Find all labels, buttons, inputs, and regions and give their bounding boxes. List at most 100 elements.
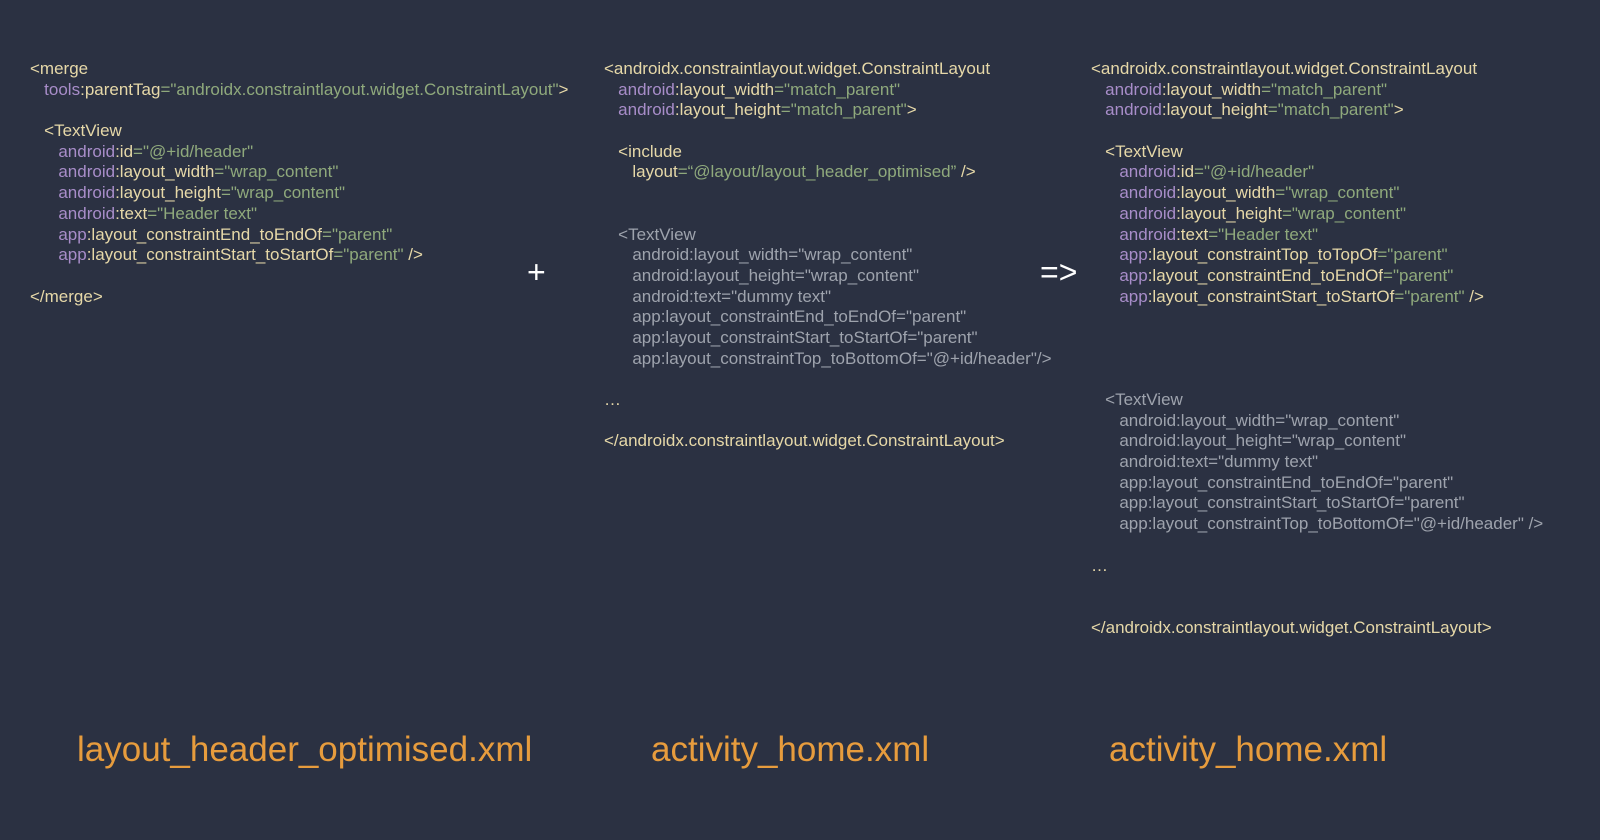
code-token-value: ="parent": [1383, 265, 1454, 285]
code-token-tag: :text: [1176, 224, 1209, 244]
code-token-value: ="match_parent": [1261, 79, 1388, 99]
code-line: [1091, 307, 1543, 328]
code-line: </merge>: [30, 287, 568, 308]
code-line: [604, 369, 1052, 390]
code-token-value: ="wrap_content": [220, 183, 346, 203]
code-token-value: ="@+id/header": [1194, 162, 1315, 182]
code-token-tag: >: [1393, 100, 1404, 120]
code-token-tag: :text: [115, 203, 148, 223]
code-line: android:text="Header text": [30, 204, 568, 225]
code-line: android:layout_width="match_parent": [604, 80, 1052, 101]
code-token-faded: app:layout_constraintTop_toBottomOf="@+i…: [1091, 514, 1544, 534]
code-line: app:layout_constraintEnd_toEndOf="parent…: [1091, 266, 1543, 287]
code-line: [1091, 597, 1543, 618]
code-line: </androidx.constraintlayout.widget.Const…: [1091, 618, 1543, 639]
plus-operator: +: [527, 254, 546, 290]
code-token-namespace: android: [1091, 100, 1162, 120]
code-token-namespace: android: [1091, 162, 1177, 182]
code-token-tag: :layout_width: [115, 162, 215, 182]
code-line: app:layout_constraintStart_toStartOf="pa…: [604, 328, 1052, 349]
code-token-tag: :layout_width: [1161, 79, 1262, 99]
code-token-faded: app:layout_constraintEnd_toEndOf="parent…: [1091, 472, 1454, 492]
code-token-tag: />: [403, 245, 423, 265]
code-line: <TextView: [1091, 390, 1543, 411]
code-line: <TextView: [604, 225, 1052, 246]
code-line: …: [604, 390, 1052, 411]
code-line: android:id="@+id/header": [30, 142, 568, 163]
code-token-tag: :parentTag: [80, 79, 161, 99]
code-line: android:layout_width="wrap_content": [1091, 183, 1543, 204]
code-token-value: ="wrap_content": [1281, 203, 1407, 223]
code-token-tag: </merge>: [30, 286, 103, 306]
code-panel-layout-header: <merge tools:parentTag="androidx.constra…: [30, 59, 568, 307]
code-token-value: ="wrap_content": [214, 162, 339, 182]
code-token-value: ="androidx.constraintlayout.widget.Const…: [160, 79, 559, 99]
code-line: android:id="@+id/header": [1091, 162, 1543, 183]
code-token-namespace: tools: [30, 79, 81, 99]
code-line: [1091, 369, 1543, 390]
code-line: [1091, 535, 1543, 556]
code-line: android:layout_height="wrap_content": [1091, 431, 1543, 452]
code-panel-activity-home-result: <androidx.constraintlayout.widget.Constr…: [1091, 59, 1543, 638]
code-line: android:layout_height="wrap_content": [604, 266, 1052, 287]
code-line: android:text="dummy text": [1091, 452, 1543, 473]
code-line: android:layout_width="wrap_content": [604, 245, 1052, 266]
code-token-namespace: app: [1091, 265, 1148, 285]
code-token-faded: app:layout_constraintEnd_toEndOf="parent…: [604, 307, 967, 327]
result-arrow-operator: =>: [1040, 254, 1078, 290]
code-token-tag: layout: [604, 162, 678, 182]
code-token-namespace: app: [1091, 245, 1148, 265]
code-line: [30, 100, 568, 121]
code-token-namespace: android: [604, 79, 675, 99]
code-line: android:layout_height="match_parent">: [1091, 100, 1543, 121]
code-line: <include: [604, 142, 1052, 163]
code-token-tag: :layout_constraintTop_toTopOf: [1147, 245, 1378, 265]
code-token-tag: <merge: [30, 59, 89, 78]
code-token-tag: :layout_width: [674, 79, 775, 99]
code-line: android:layout_width="wrap_content": [1091, 411, 1543, 432]
code-line: app:layout_constraintEnd_toEndOf="parent…: [30, 225, 568, 246]
code-token-tag: <androidx.constraintlayout.widget.Constr…: [604, 59, 991, 78]
code-token-value: ="parent": [322, 224, 393, 244]
code-line: app:layout_constraintEnd_toEndOf="parent…: [1091, 473, 1543, 494]
code-line: <androidx.constraintlayout.widget.Constr…: [604, 59, 1052, 80]
code-line: <merge: [30, 59, 568, 80]
code-token-tag: <TextView: [30, 121, 122, 141]
code-line: android:layout_width="match_parent": [1091, 80, 1543, 101]
code-token-faded: app:layout_constraintStart_toStartOf="pa…: [1091, 493, 1465, 513]
code-token-namespace: android: [1091, 203, 1177, 223]
code-token-namespace: android: [30, 203, 116, 223]
code-token-value: ="parent": [1394, 286, 1465, 306]
code-token-faded: android:layout_width="wrap_content": [1091, 410, 1400, 430]
code-token-namespace: android: [30, 162, 116, 182]
code-line: app:layout_constraintTop_toBottomOf="@+i…: [1091, 514, 1543, 535]
code-token-tag: :layout_height: [1176, 203, 1282, 223]
code-line: android:text="Header text": [1091, 225, 1543, 246]
code-token-tag: :layout_constraintStart_toStartOf: [1147, 286, 1395, 306]
code-line: [604, 411, 1052, 432]
code-token-value: ="parent": [333, 245, 404, 265]
code-token-tag: :layout_constraintEnd_toEndOf: [1147, 265, 1384, 285]
code-line: app:layout_constraintStart_toStartOf="pa…: [1091, 493, 1543, 514]
code-token-value: ="parent": [1377, 245, 1448, 265]
code-token-tag: :layout_constraintStart_toStartOf: [86, 245, 334, 265]
code-token-tag: </androidx.constraintlayout.widget.Const…: [604, 431, 1005, 451]
code-line: [1091, 121, 1543, 142]
code-token-faded: app:layout_constraintStart_toStartOf="pa…: [604, 327, 978, 347]
caption-activity-home-source: activity_home.xml: [651, 730, 930, 769]
code-token-tag: :layout_height: [1161, 100, 1268, 120]
code-token-tag: :id: [115, 141, 134, 161]
code-token-faded: android:text="dummy text": [1091, 452, 1319, 472]
code-token-tag: :layout_constraintEnd_toEndOf: [86, 224, 323, 244]
code-token-namespace: android: [1091, 183, 1177, 203]
caption-activity-home-result: activity_home.xml: [1109, 730, 1388, 769]
code-token-namespace: android: [30, 183, 116, 203]
code-token-faded: android:text="dummy text": [604, 286, 832, 306]
code-token-namespace: app: [1091, 286, 1148, 306]
code-token-faded: app:layout_constraintTop_toBottomOf="@+i…: [604, 348, 1052, 368]
code-line: layout=“@layout/layout_header_optimised”…: [604, 162, 1052, 183]
code-line: android:layout_height="wrap_content": [30, 183, 568, 204]
code-token-value: ="wrap_content": [1275, 183, 1400, 203]
code-token-faded: android:layout_height="wrap_content": [1091, 431, 1406, 451]
code-line: android:layout_height="wrap_content": [1091, 204, 1543, 225]
